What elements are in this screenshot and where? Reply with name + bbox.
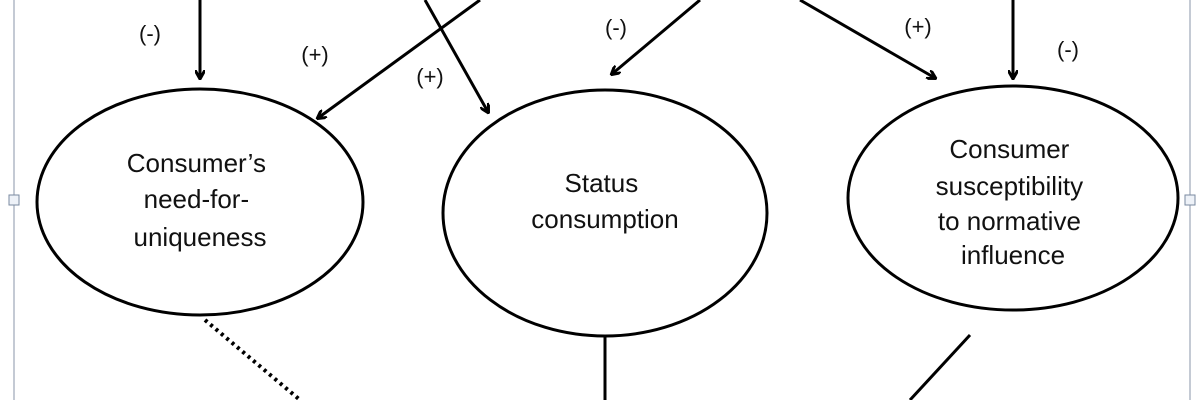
node-status-label: Status consumption — [531, 168, 678, 234]
node-label-line: Status — [565, 168, 639, 198]
edge-sign-label: (-) — [139, 21, 161, 46]
arrow-diagonal-to-status-from-left — [423, 0, 488, 112]
arrow-diagonal-to-status-from-right — [612, 0, 701, 74]
node-label-line: consumption — [531, 204, 678, 234]
node-label-line: influence — [961, 240, 1065, 270]
node-label-line: to normative — [938, 206, 1081, 236]
arrow-diagonal-to-uniqueness — [318, 0, 481, 118]
node-label-line: susceptibility — [936, 171, 1083, 201]
node-label-line: Consumer’s — [127, 148, 266, 178]
node-label-line: need-for- — [144, 184, 250, 214]
edge-sign-label: (-) — [1057, 37, 1079, 62]
node-susceptibility-ellipse — [846, 84, 1180, 312]
edge-sign-label: (+) — [301, 42, 329, 67]
resize-handle-left[interactable] — [8, 194, 20, 206]
line-from-susceptibility — [908, 333, 972, 400]
node-label-line: uniqueness — [134, 222, 267, 252]
node-uniqueness-label: Consumer’s need-for- uniqueness — [127, 148, 273, 252]
edge-sign-label: (+) — [416, 64, 444, 89]
node-susceptibility-label: Consumer susceptibility to normative inf… — [936, 134, 1091, 270]
node-uniqueness-ellipse — [35, 87, 365, 317]
arrow-diagonal-to-susceptibility — [799, 0, 935, 78]
dotted-line-from-uniqueness — [203, 318, 302, 400]
node-label-line: Consumer — [949, 134, 1069, 164]
edge-sign-label: (+) — [904, 14, 932, 39]
resize-handle-right[interactable] — [1184, 194, 1196, 206]
edge-sign-label: (-) — [605, 15, 627, 40]
